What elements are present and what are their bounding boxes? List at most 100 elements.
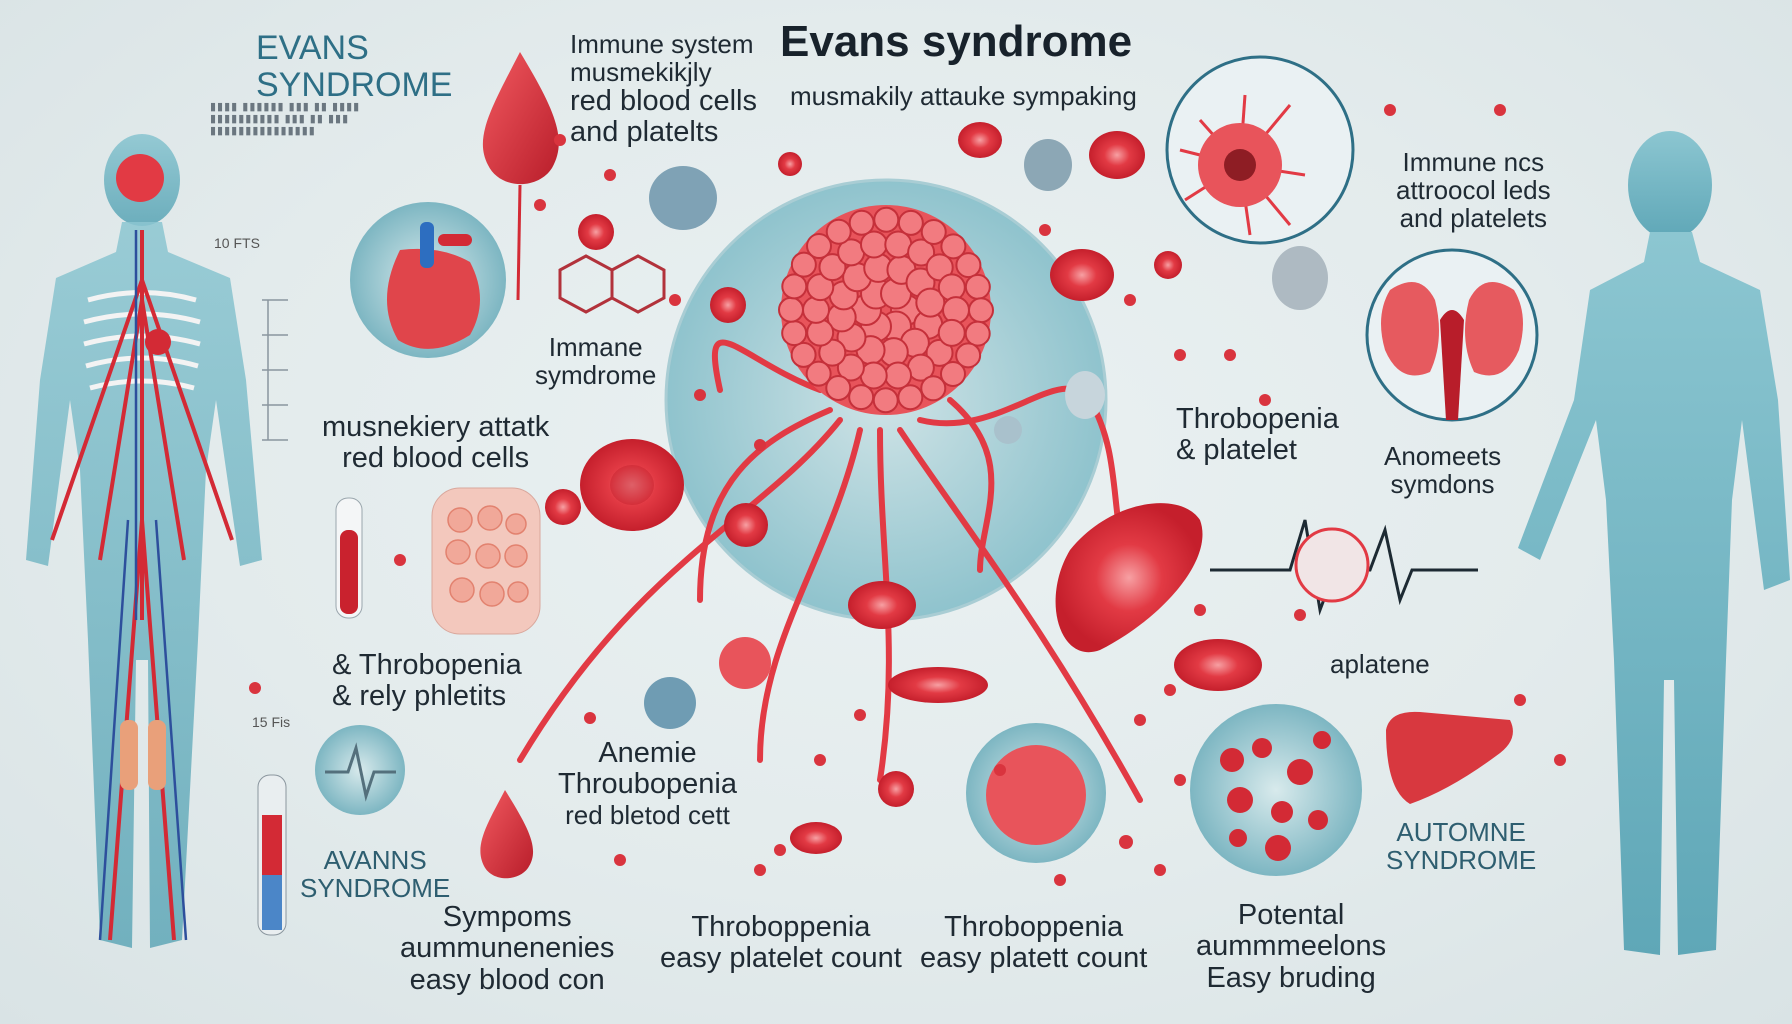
left-title-line-1: EVANS [256,29,369,67]
cell-bubble [897,209,924,236]
cell-bubble [884,361,913,390]
cell-bubble [859,230,888,259]
cell-bubble [836,353,865,382]
platelet-dot [1194,604,1206,616]
liver-icon [1386,711,1513,804]
bottom-3-line-1: Throboppenia [944,911,1124,943]
left-title: EVANS SYNDROME [256,30,452,103]
platelet-dot [994,764,1006,776]
cell-bubble [872,387,899,414]
musnekiery-line-1: musnekiery attatk [322,411,550,443]
platelet-dot [1134,714,1146,726]
scattered-platelets [249,104,1566,886]
label-anemie: Anemie Throubopenia red bletod cett [558,737,737,829]
platelet-dot [1174,349,1186,361]
platelet-dot [534,199,546,211]
cell-surface-bubbles [778,206,994,414]
petri-dish-icon [431,487,541,635]
platelet-dot [854,709,866,721]
platelet-dot [669,294,681,306]
cell-bubble [920,218,947,245]
platelet-dot [814,754,826,766]
label-automine: AUTOMNE SYNDROME [1386,818,1536,874]
label-bottom-3: Throboppenia easy platett count [920,911,1148,975]
cell-bubble [967,297,994,324]
heart-icon [350,202,506,358]
platelet-dot [1039,224,1051,236]
cell-bubble [939,360,966,387]
cell-bubble [790,251,817,278]
virus-icon [1165,55,1355,245]
cell-bubble [781,320,808,347]
label-avanns: AVANNS SYNDROME [300,846,450,902]
musnekiery-line-2: red blood cells [342,442,530,475]
blood-drop-icon [482,52,559,301]
platelet-dot [604,169,616,181]
cell-bubble [848,209,875,236]
platelet-cluster-icon [719,637,1362,876]
label-throbopenia-platelet: Throbopenia & platelet [1176,403,1339,467]
platelet-dot [584,712,596,724]
cell-bubble [805,360,832,387]
human-body-teal-icon [1518,131,1790,955]
platelet-dot [1119,835,1133,849]
scale-top-label: 10 FTS [214,235,260,251]
platelet-dot [1259,394,1271,406]
cell-bubble [925,253,954,282]
cell-bubble [873,206,900,233]
label-immune-attack: Immune system musmekikjly red blood cell… [570,30,757,149]
cell-bubble [940,233,967,260]
bottom-2-line-2: easy platelet count [660,942,902,975]
cell-bubble [937,273,966,302]
cell-bubble [964,320,991,347]
bottom-2-line-1: Throboppenia [691,911,871,943]
platelet-dot [1054,874,1066,886]
immune-attack-line-4: and platelts [570,116,719,149]
cell-bubble [790,341,817,368]
label-bottom-4: Potental aummmeelons Easy bruding [1196,899,1387,994]
vertical-scale-ruler [262,299,288,441]
molecule-icon [558,254,666,314]
page-title: Evans syndrome [780,17,1133,66]
label-aplatene: aplatene [1330,649,1430,679]
cell-bubble [848,384,875,411]
platelet-dot [754,864,766,876]
cell-bubble [806,233,833,260]
platelet-dot [394,554,406,566]
platelet-dot [694,389,706,401]
human-body-circulatory-icon [26,134,262,948]
throbopenia-pl-line-2: & platelet [1176,434,1297,467]
bottom-3-line-2: easy platett count [920,942,1148,975]
avanns-line-1: AVANNS [323,845,427,875]
cell-bubble [897,384,924,411]
platelet-dot [1554,754,1566,766]
platelet-dot [614,854,626,866]
platelet-dot [1164,684,1176,696]
cell-bubble [907,238,936,267]
bottom-4-line-1: Potental [1237,899,1345,931]
left-faint-text: ▮▮▮▮ ▮▮▮▮▮▮ ▮▮▮ ▮▮ ▮▮▮▮▮▮▮▮▮▮▮▮▮▮ ▮▮▮ ▮▮… [210,101,361,137]
immane-line-2: symdrome [535,360,657,391]
platelet-dot [1494,104,1506,116]
heartbeat-icon [1210,519,1478,616]
platelet-dot [1514,694,1526,706]
cell-bubble [806,318,835,347]
platelet-dot [1124,294,1136,306]
cell-bubble [920,375,947,402]
heartbeat-small-icon [315,725,405,815]
immune-tr-line-3: and platelets [1399,203,1548,234]
kidneys-icon [1365,248,1539,422]
label-anomeets: Anomeets symdons [1384,442,1501,498]
bottom-4-line-2: aummmeelons [1196,930,1387,963]
cell-bubble [781,273,808,300]
blood-drop-small-icon [480,790,534,879]
platelet-dot [754,439,766,451]
bottom-1-line-1: Sympoms [442,901,572,933]
cell-bubble [802,295,831,324]
anomeets-line-1: Anomeets [1384,441,1502,471]
cell-bubble [825,218,852,245]
anomeets-line-2: symdons [1390,469,1495,500]
scale-bottom-label: 15 Fis [252,714,291,730]
subtitle: musmakily attauke sympaking [790,81,1137,111]
